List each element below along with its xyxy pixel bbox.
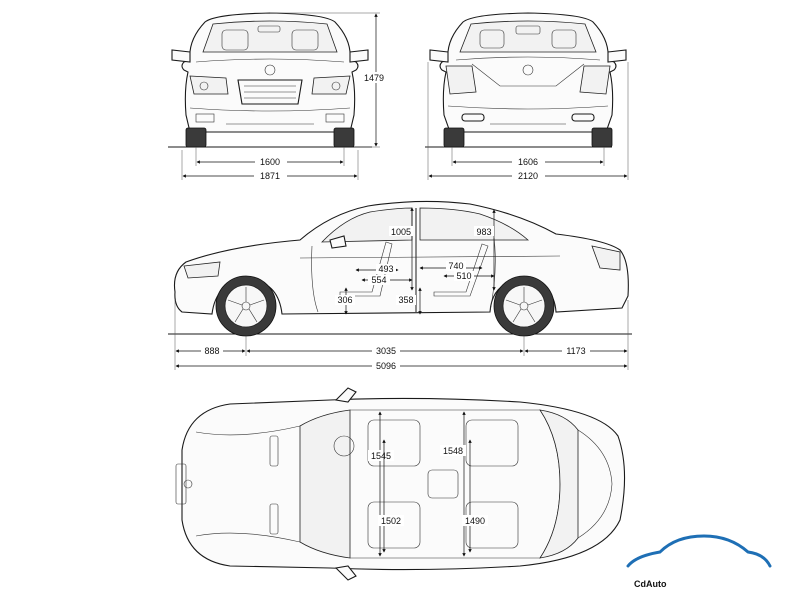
car-outline-swoosh-icon	[626, 534, 772, 568]
rear-headroom-dimension: 983	[476, 227, 491, 237]
rear-shoulder-dimension: 1548	[443, 446, 463, 456]
side-view: 1005 983 493 554 740 510 306 358 888 30	[168, 200, 632, 371]
front-view: 1600 1871 1479	[168, 12, 386, 181]
rear-track-dimension: 1606	[518, 157, 538, 167]
front-seat-depth-dimension: 493	[378, 264, 393, 274]
top-view: 1545 1548 1502 1490	[175, 387, 626, 581]
rear-hip-dimension: 1490	[465, 516, 485, 526]
front-overhang-dimension: 888	[204, 346, 219, 356]
rear-view: 1606 2120	[425, 12, 629, 181]
logo-wordmark: CdAuto	[634, 579, 667, 589]
rear-legroom-dimension: 740	[448, 261, 463, 271]
front-width-dimension: 1871	[260, 171, 280, 181]
front-seat-height-dimension: 306	[337, 295, 352, 305]
rear-seat-length-dimension: 510	[456, 271, 471, 281]
height-dimension: 1479	[364, 73, 384, 83]
cdauto-logo: CdAuto	[626, 534, 772, 589]
wheelbase-dimension: 3035	[376, 346, 396, 356]
front-seat-length-dimension: 554	[371, 275, 386, 285]
front-headroom-dimension: 1005	[391, 227, 411, 237]
front-shoulder-dimension: 1545	[371, 451, 391, 461]
front-hip-dimension: 1502	[381, 516, 401, 526]
rear-width-dimension: 2120	[518, 171, 538, 181]
front-track-dimension: 1600	[260, 157, 280, 167]
rear-overhang-dimension: 1173	[566, 346, 585, 356]
overall-length-dimension: 5096	[376, 361, 396, 371]
rear-seat-height-dimension: 358	[398, 295, 413, 305]
